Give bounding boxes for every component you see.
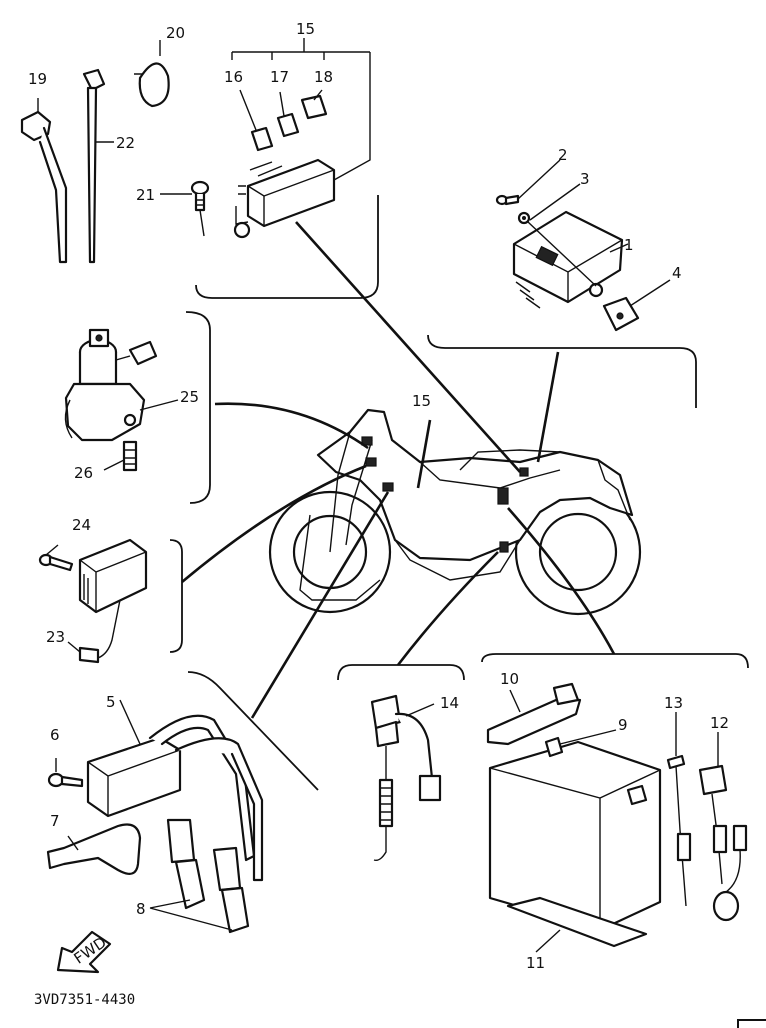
callout-18: 18 <box>314 68 333 86</box>
callout-19: 19 <box>28 70 47 88</box>
junction-box-part-15 <box>231 38 371 239</box>
callout-20: 20 <box>166 24 185 42</box>
battery-lead-part-13 <box>666 712 692 907</box>
callout-15-top: 15 <box>296 20 315 38</box>
fwd-direction-arrow: FWD <box>56 930 112 974</box>
callout-6: 6 <box>50 726 60 744</box>
callout-25: 25 <box>180 388 199 406</box>
corner-mark <box>737 1019 766 1028</box>
bolt-part-6 <box>47 758 84 788</box>
callout-8: 8 <box>136 900 146 918</box>
callout-5: 5 <box>106 693 116 711</box>
motorcycle-outline <box>268 408 642 616</box>
callout-11: 11 <box>526 954 545 972</box>
callout-23: 23 <box>46 628 65 646</box>
leader-part-8 <box>149 899 233 931</box>
battery-lead-part-12 <box>698 732 748 922</box>
cable-clamp-part-19 <box>20 98 68 264</box>
ignitor-unit-part-1 <box>495 159 671 332</box>
callout-7: 7 <box>50 812 60 830</box>
callout-9: 9 <box>618 716 628 734</box>
battery-part-9 <box>488 729 662 932</box>
callout-15-center: 15 <box>412 392 431 410</box>
ignition-coil-part-5 <box>86 699 264 934</box>
sensor-part-14 <box>370 694 442 862</box>
callout-labels: 1 2 3 4 5 6 7 8 9 10 11 12 13 14 15 15 1… <box>28 20 729 972</box>
rubber-cap-part-20 <box>134 40 170 108</box>
callout-24: 24 <box>72 516 91 534</box>
callout-17: 17 <box>270 68 289 86</box>
battery-pad-part-11 <box>506 896 648 953</box>
diagram-code: 3VD7351-4430 <box>34 992 135 1008</box>
battery-bracket-part-10 <box>486 682 582 746</box>
callout-3: 3 <box>580 170 590 188</box>
callout-4: 4 <box>672 264 682 282</box>
callout-2: 2 <box>558 146 568 164</box>
leader-lines <box>181 221 616 719</box>
callout-13: 13 <box>664 694 683 712</box>
callout-26: 26 <box>74 464 93 482</box>
callout-12: 12 <box>710 714 729 732</box>
main-switch-part-25 <box>64 328 179 472</box>
callout-14: 14 <box>440 694 459 712</box>
callout-21: 21 <box>136 186 155 204</box>
callout-1: 1 <box>624 236 634 254</box>
group-brackets <box>169 195 749 791</box>
callout-10: 10 <box>500 670 519 688</box>
callout-22: 22 <box>116 134 135 152</box>
rectifier-part-24 <box>38 538 148 664</box>
cable-tie-part-22 <box>82 68 114 264</box>
callout-16: 16 <box>224 68 243 86</box>
strap-part-7 <box>46 823 142 875</box>
screw-part-21 <box>160 180 210 237</box>
